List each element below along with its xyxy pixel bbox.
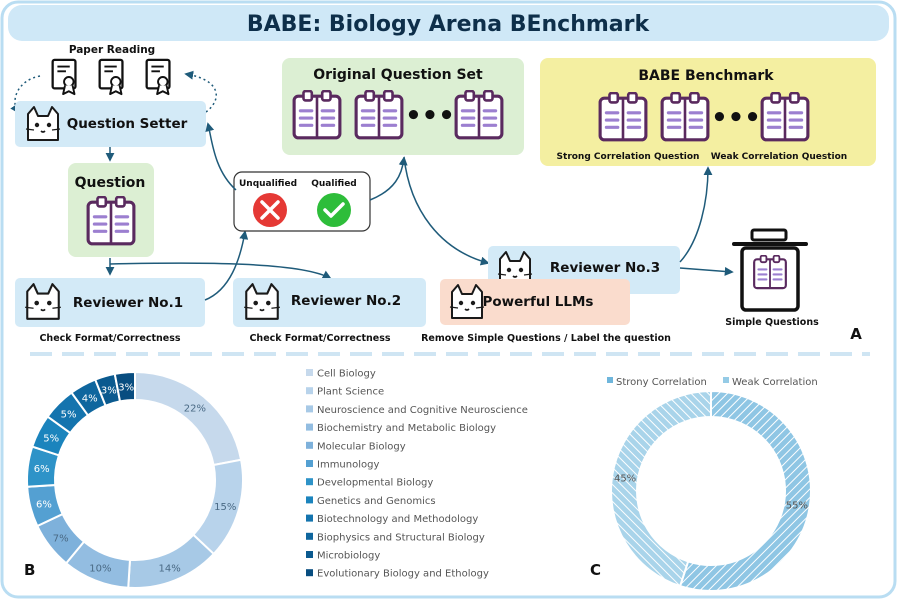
trash-icon [732, 228, 808, 312]
legend-swatch [306, 387, 313, 395]
clipboard-icon [760, 92, 810, 142]
legend-item: Biochemistry and Metabolic Biology [317, 423, 496, 434]
legend-swatch [306, 496, 313, 504]
legend-item: Cell Biology [317, 369, 376, 380]
panel-b-letter: B [24, 561, 35, 579]
slice-label: 4% [82, 394, 98, 405]
legend-item: Biotechnology and Methodology [317, 514, 478, 525]
reviewer-1-label: Reviewer No.1 [73, 295, 183, 311]
unqualified-label: Unqualified [239, 179, 297, 189]
legend-item: Neuroscience and Cognitive Neuroscience [317, 405, 528, 416]
powerful-llms-box [440, 279, 630, 325]
legend-swatch [306, 460, 313, 467]
legend-swatch [306, 514, 313, 522]
weak-question-label: Weak Correlation Question [711, 152, 847, 162]
clipboard-icon [598, 92, 648, 142]
legend-item: Biophysics and Structural Biology [317, 532, 485, 543]
arrow [109, 262, 332, 279]
slice-label: 14% [158, 563, 180, 574]
reviewer-2-box [233, 278, 426, 327]
powerful-llms-label: Powerful LLMs [483, 294, 594, 310]
dotted-arrow [184, 70, 217, 113]
slice-label: 5% [43, 433, 59, 444]
simple-questions-label: Simple Questions [725, 317, 819, 328]
question-setter-label: Question Setter [67, 116, 188, 132]
clipboard-icon [354, 90, 404, 140]
clipboard-icon [454, 90, 504, 140]
check-1-label: Check Format/Correctness [39, 333, 180, 344]
clipboard-icon [86, 196, 136, 246]
paper-icon [145, 58, 171, 96]
arrow [403, 156, 490, 266]
arrow [679, 166, 713, 263]
reviewer-1-box [15, 278, 205, 327]
legend-item: Molecular Biology [317, 441, 406, 452]
legend-swatch [306, 478, 313, 486]
legend-swatch [306, 423, 313, 431]
legend-swatch [723, 377, 729, 383]
remove-simple-label: Remove Simple Questions / Label the ques… [421, 333, 671, 344]
check-icon [317, 193, 351, 227]
title-bar [8, 5, 889, 41]
strong-question-label: Strong Correlation Question [557, 152, 700, 162]
slice-label: 10% [89, 563, 111, 574]
slice-label: 55% [786, 501, 808, 512]
slice-label: 3% [101, 386, 117, 397]
legend-item: Immunology [317, 460, 379, 471]
paper-icon [51, 58, 77, 96]
original-set-label: Original Question Set [313, 67, 483, 83]
slice-label: 5% [61, 410, 77, 421]
legend-swatch [306, 441, 313, 449]
question-setter-box [15, 101, 206, 147]
slice-label: 22% [184, 404, 206, 415]
donut-chart-c: 55% 45% [610, 389, 812, 592]
question-label: Question [75, 175, 146, 191]
svg-text:•••: ••• [711, 103, 761, 133]
donut-slice [113, 370, 136, 403]
donut-chart-b: 22%15%14%10%7%6%6%5%5%4%3%3% [26, 370, 244, 589]
legend-item: Weak Correlation [732, 377, 818, 388]
arrow [679, 266, 734, 276]
arrow [204, 230, 249, 301]
legend-swatch [607, 377, 613, 383]
paper-reading-label: Paper Reading [69, 44, 155, 56]
arrow [369, 156, 408, 201]
legend-swatch [306, 405, 313, 413]
slice-label: 7% [53, 534, 69, 545]
reviewer-3-label: Reviewer No.3 [550, 260, 660, 276]
legend-c: Strony Correlation Weak Correlation [607, 377, 818, 388]
panel-a-letter: A [850, 325, 862, 343]
donut-slice [678, 389, 812, 592]
page-title: BABE: Biology Arena BEnchmark [247, 12, 651, 37]
legend-item: Strony Correlation [616, 377, 707, 388]
slice-label: 15% [214, 502, 236, 513]
legend-swatch [306, 369, 313, 376]
check-2-label: Check Format/Correctness [249, 333, 390, 344]
paper-icon [98, 58, 124, 96]
legend-item: Genetics and Genomics [317, 496, 436, 507]
slice-label: 45% [614, 473, 636, 484]
legend-item: Microbiology [317, 551, 380, 562]
legend-item: Plant Science [317, 387, 384, 398]
legend-item: Evolutionary Biology and Ethology [317, 569, 489, 580]
slice-label: 6% [36, 499, 52, 510]
clipboard-icon [660, 92, 710, 142]
svg-text:•••: ••• [405, 101, 455, 131]
legend-swatch [306, 569, 313, 577]
legend-swatch [306, 532, 313, 540]
clipboard-icon [292, 90, 342, 140]
arrow [205, 122, 237, 191]
legend-swatch [306, 551, 313, 558]
legend-item: Developmental Biology [317, 478, 433, 489]
donut-slice [610, 389, 712, 588]
babe-benchmark-label: BABE Benchmark [638, 68, 774, 84]
qualified-label: Qualified [311, 179, 357, 189]
panel-c-letter: C [590, 561, 601, 579]
reviewer-2-label: Reviewer No.2 [291, 293, 401, 309]
slice-label: 3% [118, 382, 134, 393]
slice-label: 6% [34, 464, 50, 475]
